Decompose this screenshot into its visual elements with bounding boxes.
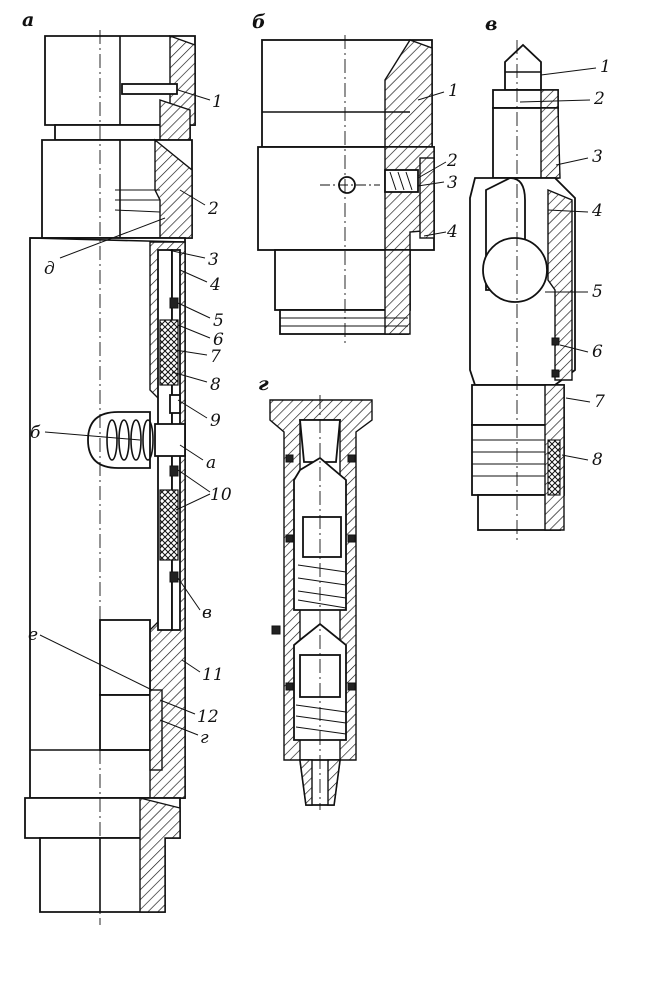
callout-a-v: в [202, 603, 212, 623]
callout-v-3: 3 [592, 147, 603, 167]
callout-a-12: 12 [197, 707, 219, 727]
panel-a-title: а [22, 9, 34, 31]
panel-v: в [469, 13, 611, 540]
panel-g-title: г [258, 373, 269, 395]
callout-v-6: 6 [592, 342, 603, 362]
callout-a-alpha: а [206, 453, 216, 473]
callout-a-3: 3 [208, 250, 219, 270]
panel-v-title: в [485, 13, 497, 35]
callout-a-1: 1 [212, 92, 223, 112]
callout-v-5: 5 [592, 282, 603, 302]
callout-a-6: 6 [213, 330, 224, 350]
callout-a-11: 11 [202, 665, 224, 685]
panel-a: а [22, 9, 232, 925]
callout-a-7: 7 [210, 347, 221, 367]
callout-a-b: б [30, 423, 41, 443]
callout-b-2: 2 [446, 151, 458, 171]
panel-b: б 1 2 3 4 [252, 11, 459, 345]
callout-a-5: 5 [213, 311, 224, 331]
callout-b-3: 3 [447, 173, 458, 193]
callout-v-8: 8 [592, 450, 603, 470]
callout-a-8: 8 [210, 375, 221, 395]
callout-v-7: 7 [594, 392, 605, 412]
callout-a-d: д [44, 259, 55, 279]
callout-v-2: 2 [593, 89, 605, 109]
callout-a-9: 9 [210, 411, 221, 431]
callout-v-1: 1 [600, 57, 611, 77]
callout-a-e: е [28, 625, 38, 645]
callout-b-1: 1 [448, 81, 459, 101]
panel-g: г [258, 373, 373, 810]
callout-a-g: г [200, 728, 209, 748]
panel-b-title: б [252, 11, 266, 33]
callout-a-4: 4 [209, 275, 221, 295]
callout-v-4: 4 [591, 201, 603, 221]
callout-a-2: 2 [207, 199, 219, 219]
callout-a-10: 10 [210, 485, 232, 505]
callout-b-4: 4 [446, 222, 458, 242]
